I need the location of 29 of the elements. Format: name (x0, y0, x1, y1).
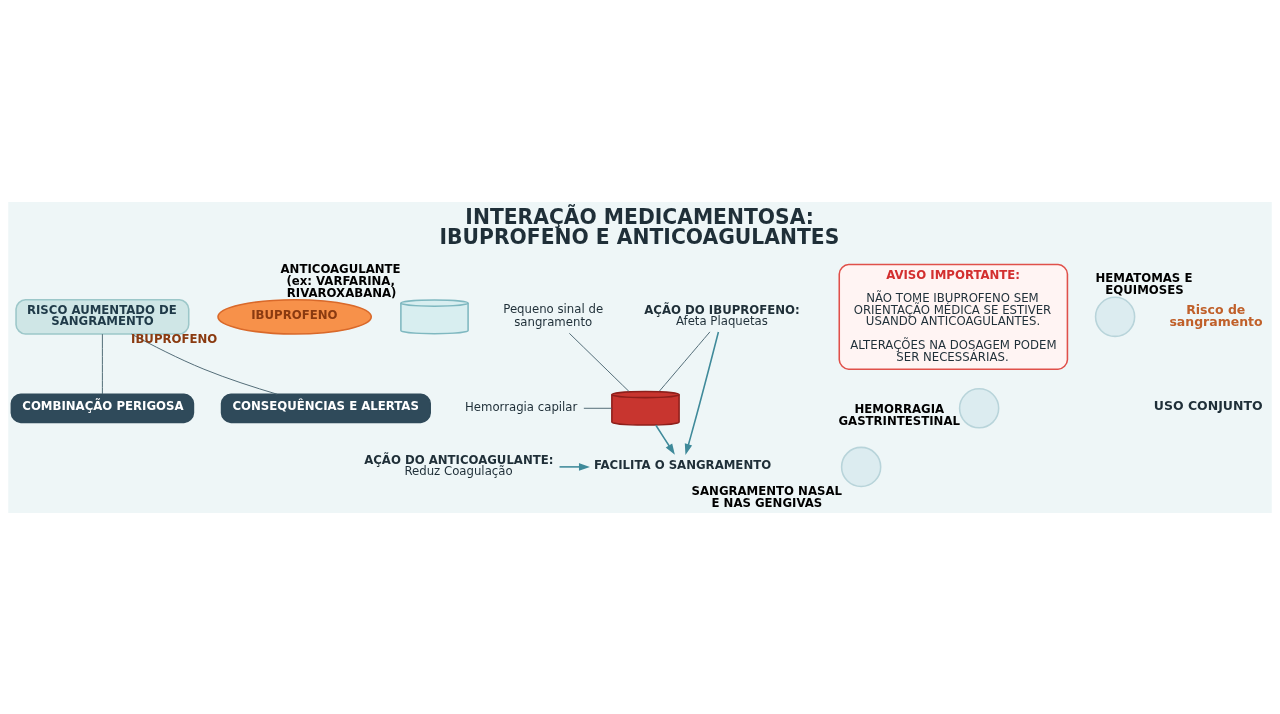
connector (583, 407, 613, 409)
node-circle (958, 387, 1000, 429)
connector (101, 333, 103, 395)
node-text: Pequeno sinal de sangramento (503, 301, 604, 329)
node-text: AÇÃO DO IBUPROFENO: Afeta Plaquetas (644, 302, 800, 328)
label: USO CONJUNTO (1153, 397, 1263, 413)
node-circle (1094, 296, 1136, 337)
arrow (684, 330, 720, 455)
node-label: SANGRAMENTO NASAL E NAS GENGIVAS (691, 483, 842, 510)
connector (658, 330, 711, 392)
node-circle (840, 446, 882, 487)
node-label: HEMATOMAS E EQUIMOSES (1095, 270, 1193, 297)
connector (131, 333, 278, 395)
node-box: CONSEQUÊNCIAS E ALERTAS (220, 392, 431, 423)
arrow (558, 462, 590, 471)
node-text: Hemorragia capilar (464, 399, 578, 414)
node-label: HEMORRAGIA GASTRINTESTINAL (838, 401, 960, 428)
node-text: AÇÃO DO ANTICOAGULANTE: Reduz Coagulação (364, 452, 554, 478)
node-label: ANTICOAGULANTE (280, 262, 401, 276)
node-ellipse: IBUPROFENO (217, 298, 373, 335)
node-box: AVISO IMPORTANTE: NÃO TOME IBUPROFENO SEM ORIENTAÇÃO MÉDICA SE ESTIVER USANDO ANTICOAGULANTES. ALTERAÇÕES NA DOSAGEM PODEM SER NECESSÁRIAS. (838, 263, 1069, 370)
node-label: (ex: VARFARINA, RIVAROXABANA) (286, 273, 397, 300)
node-box: COMBINAÇÃO PERIGOSA (10, 392, 195, 423)
label: Risco de sangramento (1169, 301, 1263, 329)
node-text: FACILITA O SANGRAMENTO (593, 457, 772, 472)
arrow (655, 424, 675, 455)
connector (568, 332, 630, 392)
diagram-title: INTERAÇÃO MEDICAMENTOSA: IBUPROFENO E ANTICOAGULANTES (439, 204, 840, 249)
node-box: RISCO AUMENTADO DE SANGRAMENTO (15, 298, 190, 335)
